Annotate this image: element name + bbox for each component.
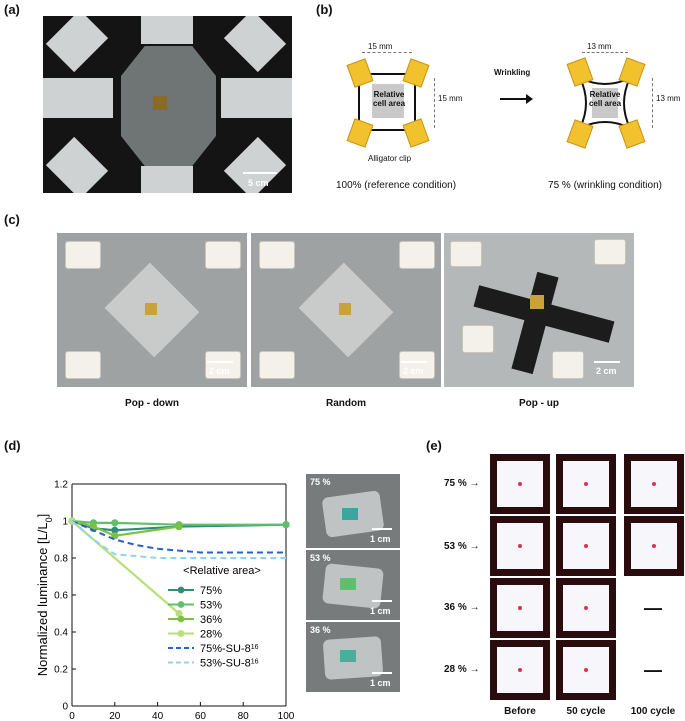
inset-photo-75: 75 % 1 cm bbox=[306, 474, 400, 548]
wrinkling-caption: 75 % (wrinkling condition) bbox=[548, 180, 662, 191]
inset-label: 75 % bbox=[310, 477, 331, 487]
legend-marker bbox=[177, 586, 185, 594]
height-dimension: 15 mm bbox=[438, 94, 463, 103]
random-photo: 2 cm bbox=[251, 233, 441, 387]
series-line bbox=[71, 520, 286, 559]
inset-photo-53: 53 % 1 cm bbox=[306, 550, 400, 620]
y-tick-label: 0.8 bbox=[54, 554, 68, 565]
scale-label: 5 cm bbox=[248, 178, 269, 188]
data-point bbox=[175, 609, 183, 618]
legend-marker bbox=[177, 601, 185, 608]
x-tick-label: 60 bbox=[195, 711, 207, 721]
panel-label-d: (d) bbox=[4, 438, 21, 453]
emission-image bbox=[490, 640, 550, 700]
height-dimension: 13 mm bbox=[656, 94, 681, 103]
y-tick-label: 0 bbox=[62, 702, 68, 713]
x-tick-label: 80 bbox=[238, 711, 250, 721]
row-label: 36 % → bbox=[444, 602, 480, 613]
row-label: 75 % → bbox=[444, 478, 480, 489]
emission-image bbox=[490, 578, 550, 638]
series-line bbox=[71, 519, 180, 537]
relative-cell-area-label: Relative cell area bbox=[372, 90, 406, 108]
legend-label: 53%-SU-816 bbox=[200, 658, 259, 670]
width-dimension: 15 mm bbox=[368, 42, 393, 51]
random-caption: Random bbox=[326, 398, 366, 409]
clip-label: Alligator clip bbox=[368, 154, 412, 163]
x-tick-label: 20 bbox=[109, 711, 121, 721]
emission-image bbox=[490, 454, 550, 514]
data-point bbox=[175, 522, 183, 531]
row-label: 28 % → bbox=[444, 664, 480, 675]
column-label: 50 cycle bbox=[566, 706, 606, 717]
legend-marker bbox=[177, 615, 185, 623]
data-point bbox=[282, 521, 290, 529]
panel-label-c: (c) bbox=[4, 212, 20, 227]
column-label: 100 cycle bbox=[630, 706, 676, 717]
legend-label: 75%-SU-816 bbox=[200, 643, 259, 655]
panel-label-a: (a) bbox=[4, 2, 20, 17]
emission-image bbox=[556, 516, 616, 576]
legend-label: 53% bbox=[200, 600, 222, 612]
inset-label: 53 % bbox=[310, 553, 331, 563]
pop-up-caption: Pop - up bbox=[519, 398, 559, 409]
relative-cell-area-label: Relative cell area bbox=[588, 90, 622, 108]
missing-dash: — bbox=[644, 660, 662, 680]
pop-down-photo: 2 cm bbox=[57, 233, 247, 387]
x-tick-label: 40 bbox=[152, 711, 164, 721]
series-line bbox=[71, 520, 286, 554]
emission-image bbox=[556, 454, 616, 514]
x-tick-label: 100 bbox=[278, 711, 295, 721]
legend-label: 75% bbox=[200, 585, 222, 597]
stretching-rig-photo: 5 cm bbox=[43, 16, 292, 193]
data-point bbox=[111, 526, 119, 534]
legend-marker bbox=[177, 630, 185, 637]
emission-image bbox=[556, 640, 616, 700]
arrow-icon bbox=[500, 98, 528, 100]
row-label: 53 % → bbox=[444, 541, 480, 552]
y-tick-label: 0.2 bbox=[54, 665, 68, 676]
wrinkling-schematic: Relative cell area 15 mm 15 mm Alligator… bbox=[316, 16, 685, 196]
y-axis-label: Normalized luminance [L/L0] bbox=[35, 514, 54, 677]
x-tick-label: 0 bbox=[69, 711, 75, 721]
inset-label: 36 % bbox=[310, 625, 331, 635]
width-dimension: 13 mm bbox=[587, 42, 612, 51]
y-tick-label: 0.4 bbox=[54, 628, 68, 639]
data-point bbox=[111, 519, 119, 527]
reference-caption: 100% (reference condition) bbox=[335, 180, 457, 191]
y-tick-label: 1 bbox=[62, 517, 68, 528]
y-tick-label: 1.2 bbox=[54, 480, 68, 491]
emission-image bbox=[624, 516, 684, 576]
wrinkling-label: Wrinkling bbox=[494, 68, 531, 77]
y-tick-label: 0.6 bbox=[54, 591, 68, 602]
emission-image bbox=[490, 516, 550, 576]
panel-label-e: (e) bbox=[426, 438, 442, 453]
column-label: Before bbox=[504, 706, 536, 717]
emission-image bbox=[624, 454, 684, 514]
pop-down-caption: Pop - down bbox=[125, 398, 179, 409]
emission-image bbox=[556, 578, 616, 638]
pop-up-photo: 2 cm bbox=[444, 233, 634, 387]
legend-label: 36% bbox=[200, 614, 222, 626]
data-point bbox=[89, 522, 97, 531]
missing-dash: — bbox=[644, 598, 662, 618]
inset-photo-36: 36 % 1 cm bbox=[306, 622, 400, 692]
legend-label: 28% bbox=[200, 629, 222, 641]
legend-title: <Relative area> bbox=[183, 565, 261, 577]
data-point bbox=[111, 532, 119, 540]
panel-label-b: (b) bbox=[316, 2, 333, 17]
